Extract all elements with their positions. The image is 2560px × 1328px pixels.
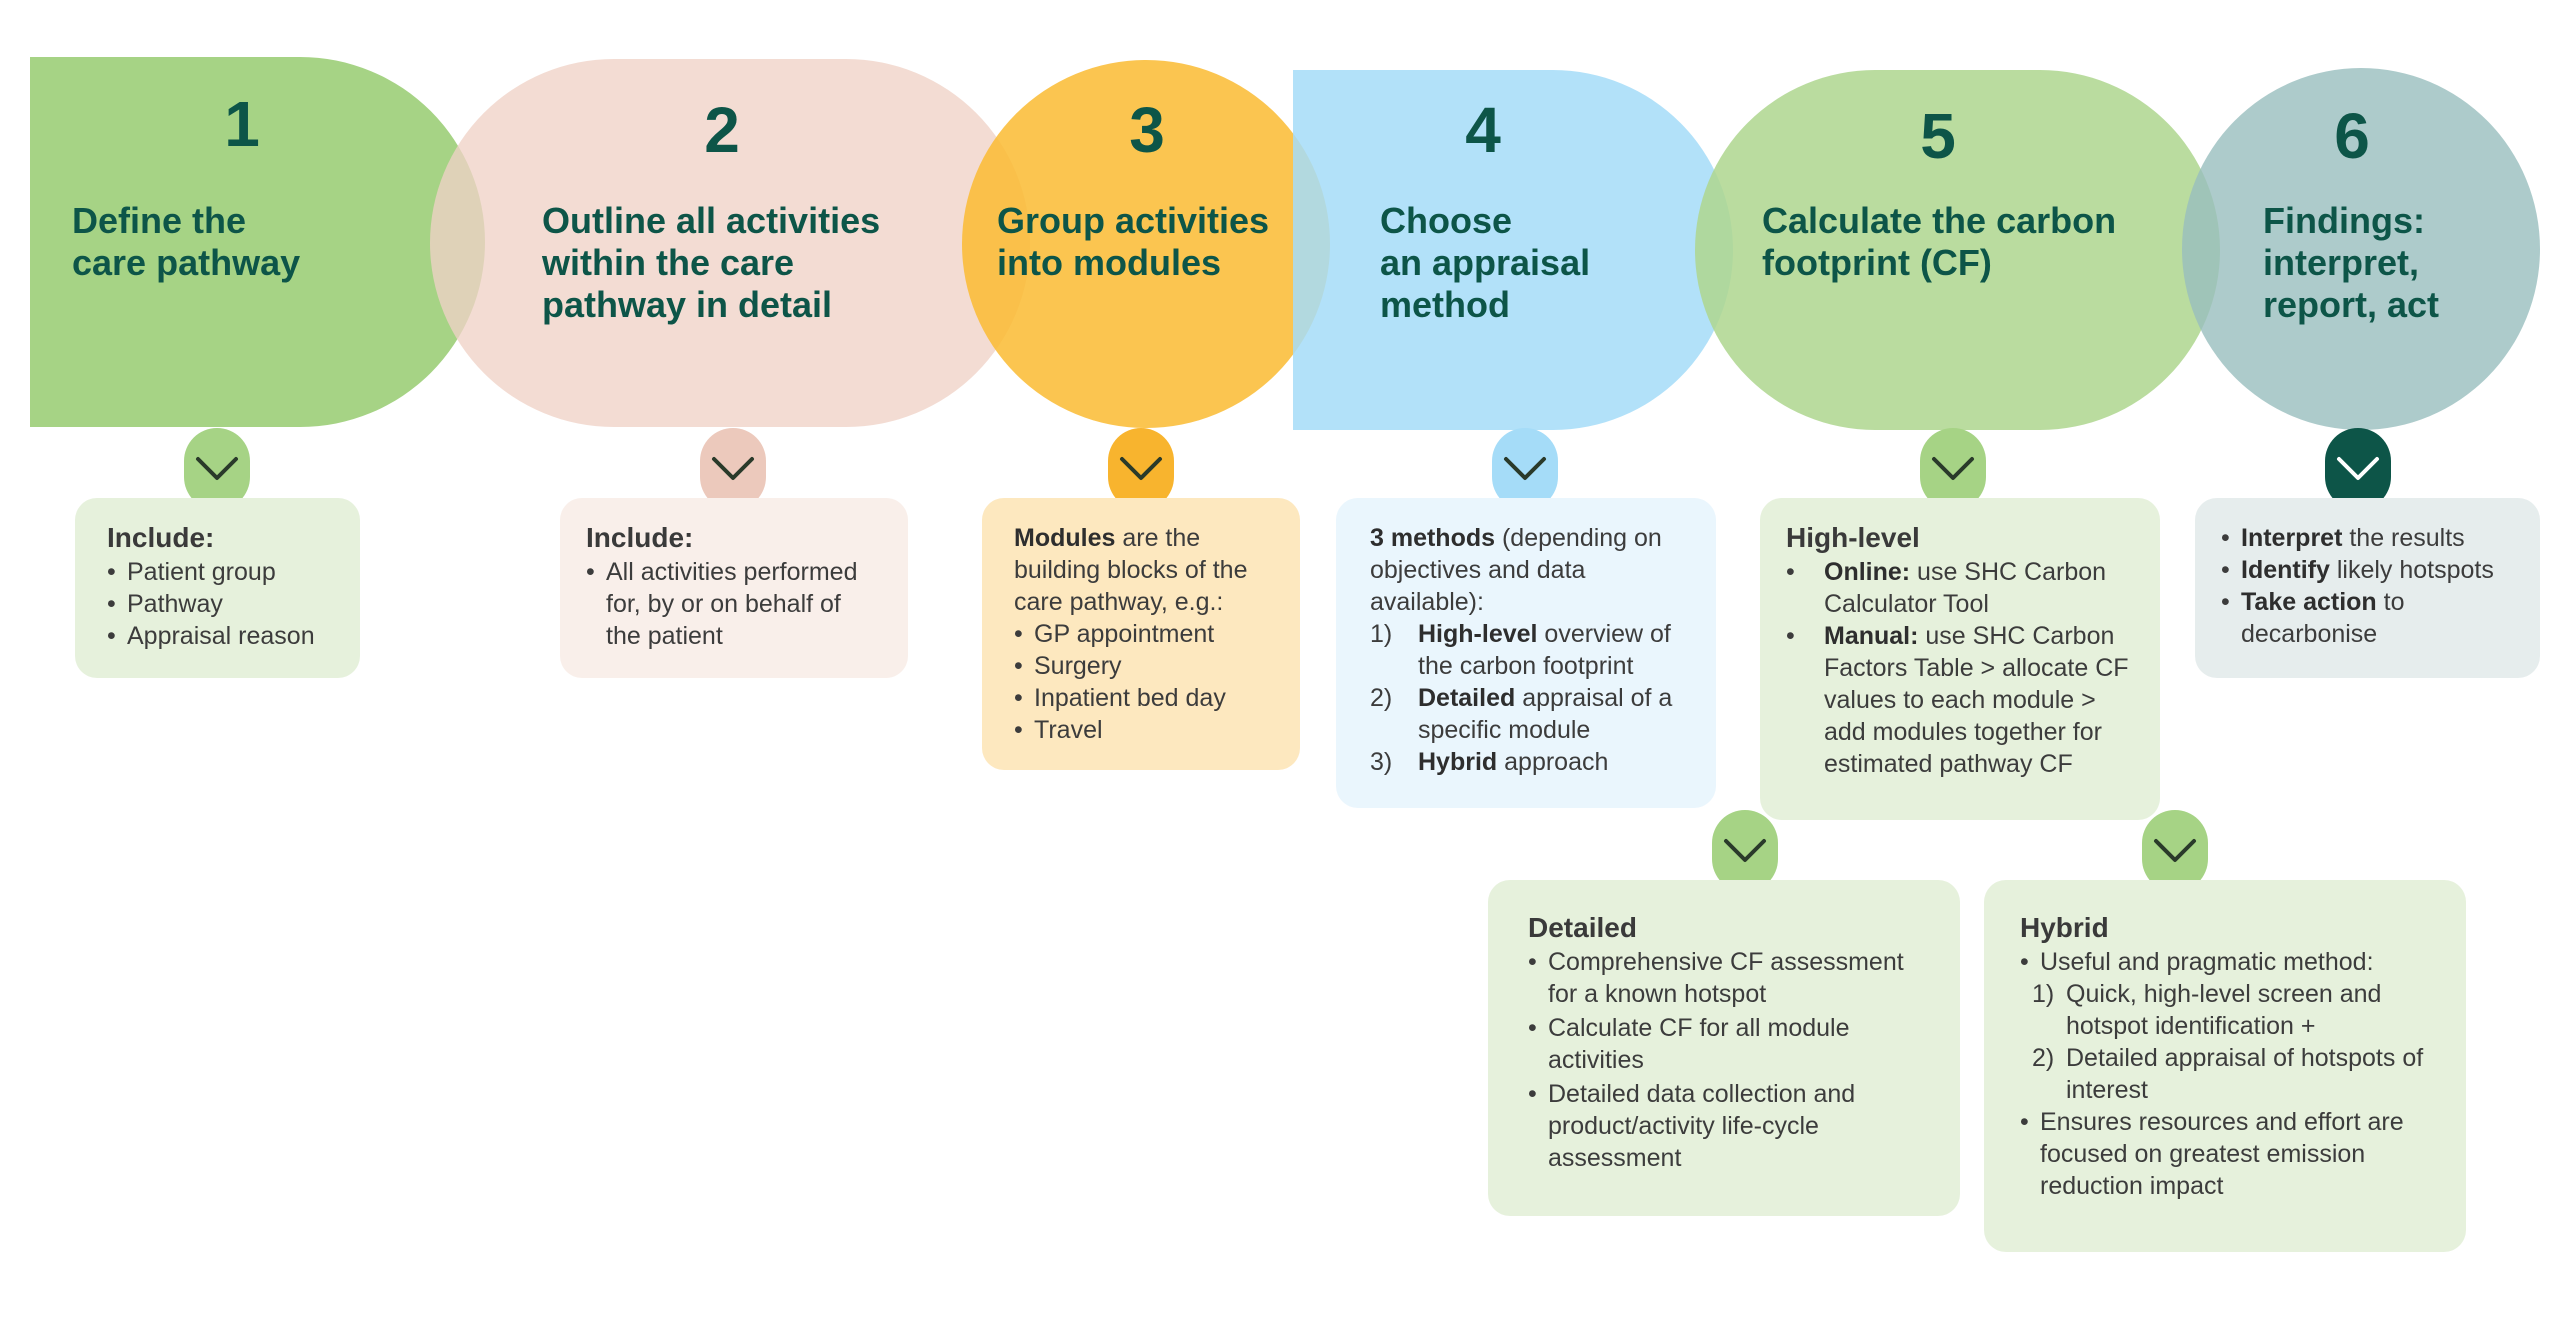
list-item: Inpatient bed day	[1014, 682, 1268, 714]
step-5-title: Calculate the carbon footprint (CF)	[1762, 200, 2117, 283]
step-3-details: Modules are the building blocks of the c…	[982, 498, 1300, 770]
list-item: Useful and pragmatic method:	[2020, 946, 2430, 978]
bold-term: 3 methods	[1370, 524, 1496, 552]
step-1-shape	[30, 57, 485, 427]
step-2-details: Include: All activities performed for, b…	[560, 498, 908, 678]
step-3-number: 3	[1129, 94, 1165, 166]
list-marker: 2)	[2032, 1044, 2055, 1072]
list-item: Patient group	[107, 556, 328, 588]
list-marker: 1)	[2032, 980, 2055, 1008]
step-2-number: 2	[704, 94, 740, 166]
chevron-down-icon	[1712, 810, 1778, 892]
detailed-method-details: Detailed Comprehensive CF assessment for…	[1488, 880, 1960, 1216]
hybrid-method-details: Hybrid Useful and pragmatic method: 1)Qu…	[1984, 880, 2466, 1252]
chevron-down-icon	[700, 428, 766, 510]
list-item: Ensures resources and effort are focused…	[2020, 1106, 2430, 1202]
step-1-details: Include: Patient group Pathway Appraisal…	[75, 498, 360, 678]
box-heading: Include:	[107, 522, 215, 553]
chevron-down-icon	[2142, 810, 2208, 892]
list-item: Interpret the results	[2221, 522, 2514, 554]
list-item: Appraisal reason	[107, 620, 328, 652]
list-item: 1)Quick, high-level screen and hotspot i…	[2032, 980, 2382, 1040]
step-2-shape	[430, 59, 1030, 427]
box-heading: Hybrid	[2020, 912, 2109, 943]
step-4-title: Choose an appraisal method	[1380, 200, 1591, 325]
box-heading: Detailed	[1528, 912, 1637, 943]
list-marker: 1)	[1370, 620, 1393, 648]
box-intro: 3 methods (depending on objectives and d…	[1370, 522, 1682, 618]
box-intro: Modules are the building blocks of the c…	[1014, 522, 1268, 618]
step-4-number: 4	[1465, 94, 1501, 166]
list-item: Detailed data collection and product/act…	[1528, 1078, 1920, 1174]
box-heading: Include:	[586, 522, 694, 553]
list-item: Manual: use SHC Carbon Factors Table > a…	[1786, 620, 2134, 780]
step-5-details: High-level Online: use SHC Carbon Calcul…	[1760, 498, 2160, 820]
step-1-number: 1	[224, 88, 260, 160]
bold-term: Modules	[1014, 524, 1116, 552]
list-item: 2)Detailed appraisal of hotspots of inte…	[2032, 1044, 2424, 1104]
list-item: Online: use SHC Carbon Calculator Tool	[1786, 556, 2134, 620]
list-marker: 3)	[1370, 748, 1393, 776]
list-item: Comprehensive CF assessment for a known …	[1528, 946, 1920, 1010]
step-6-number: 6	[2334, 100, 2370, 172]
list-marker: 2)	[1370, 684, 1393, 712]
intro-text: (depending on objectives and data availa…	[1370, 524, 1662, 616]
step-4-details: 3 methods (depending on objectives and d…	[1336, 498, 1716, 808]
step-3-shape	[962, 60, 1330, 428]
chevron-down-icon	[1492, 428, 1558, 510]
step-2-title: Outline all activities within the care p…	[542, 200, 881, 325]
chevron-down-icon	[1920, 428, 1986, 510]
chevron-down-icon	[1108, 428, 1174, 510]
step-3-title: Group activities into modules	[997, 200, 1270, 283]
step-6-title: Findings: interpret, report, act	[2263, 200, 2440, 325]
list-item: Identify likely hotspots	[2221, 554, 2514, 586]
list-item: Calculate CF for all module activities	[1528, 1012, 1920, 1076]
box-heading: High-level	[1786, 522, 1920, 553]
list-item: 2)Detailed appraisal of a specific modul…	[1370, 684, 1673, 744]
step-5-shape	[1695, 70, 2220, 430]
list-item: Surgery	[1014, 650, 1268, 682]
list-item: 1)High-level overview of the carbon foot…	[1370, 620, 1671, 680]
step-6-details: Interpret the results Identify likely ho…	[2195, 498, 2540, 678]
step-5-number: 5	[1920, 100, 1956, 172]
list-item: Pathway	[107, 588, 328, 620]
chevron-down-icon	[2325, 428, 2391, 510]
step-6-shape	[2182, 68, 2540, 430]
step-1-title: Define the care pathway	[72, 200, 301, 283]
list-item: 3)Hybrid approach	[1370, 748, 1609, 776]
list-item: All activities performed for, by or on b…	[586, 556, 882, 652]
list-item: Travel	[1014, 714, 1268, 746]
intro-text: are the building blocks of the care path…	[1014, 524, 1248, 616]
step-4-shape	[1293, 70, 1733, 430]
chevron-down-icon	[184, 428, 250, 510]
list-item: GP appointment	[1014, 618, 1268, 650]
list-item: Take action to decarbonise	[2221, 586, 2514, 650]
